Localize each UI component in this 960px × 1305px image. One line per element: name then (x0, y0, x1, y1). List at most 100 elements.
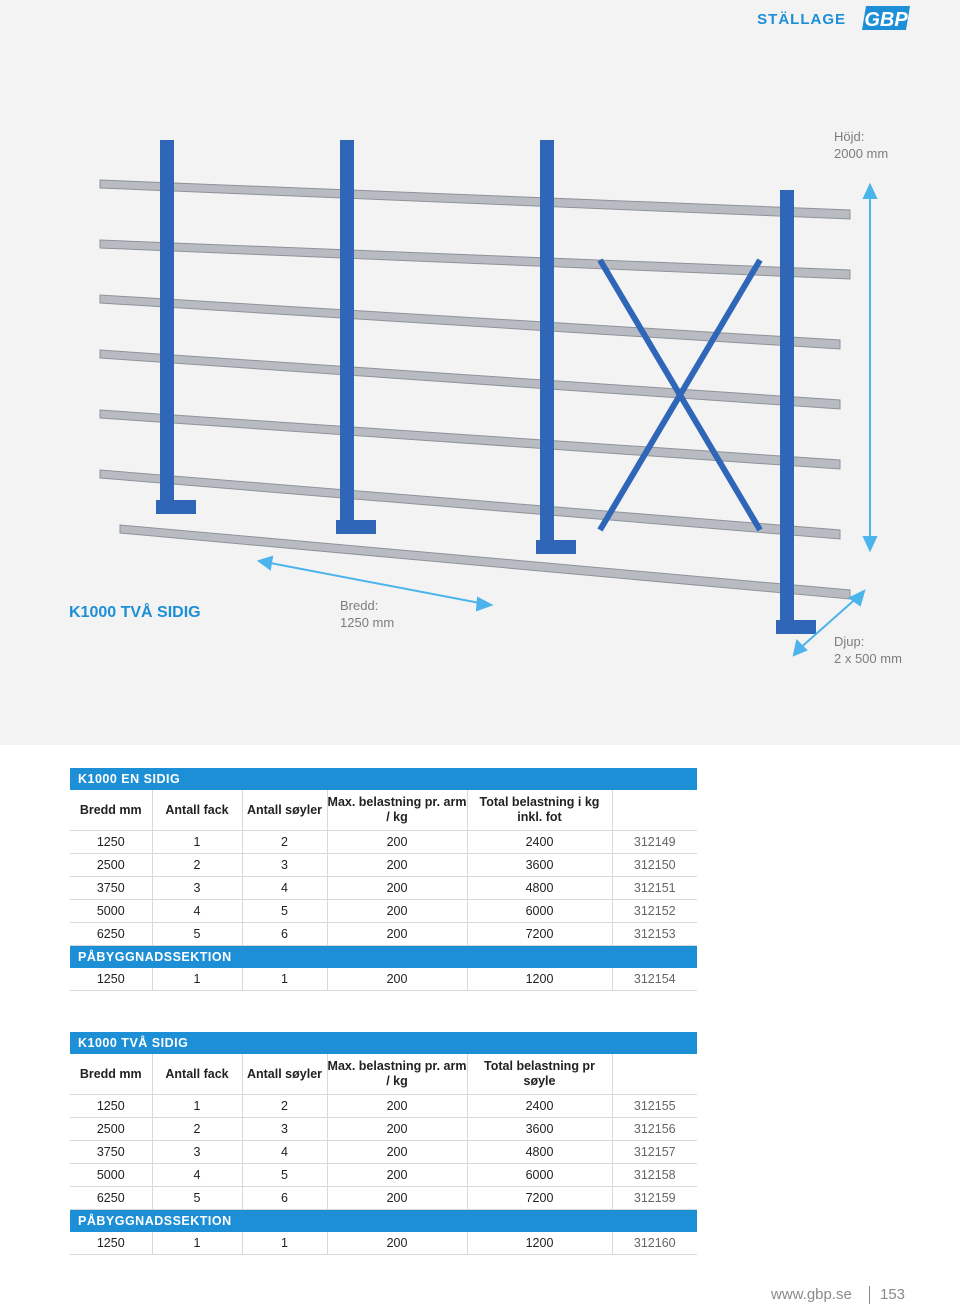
table-cell: 2400 (466, 1094, 612, 1118)
article-number: 312152 (611, 899, 697, 923)
table-header-row: Bredd mm Antall fack Antall søyler Max. … (70, 790, 697, 831)
width-arrow (256, 555, 494, 612)
table-cell: 1250 (70, 1094, 152, 1118)
table-cell: 2500 (70, 1117, 152, 1141)
article-number: 312154 (611, 968, 697, 991)
table-cell: 200 (326, 922, 467, 946)
table-cell: 6000 (466, 899, 612, 923)
article-number: 312157 (611, 1140, 697, 1164)
table-title: K1000 TVÅ SIDIG (70, 1032, 697, 1054)
rail-bar (99, 179, 851, 220)
table-cell: 200 (326, 899, 467, 923)
table-cell: 1250 (70, 968, 152, 991)
rack-illustration (99, 140, 878, 657)
table-cell: 4 (241, 876, 327, 900)
table-cell: 6000 (466, 1163, 612, 1187)
table-cell: 3 (241, 1117, 327, 1141)
table-cell: 200 (326, 830, 467, 854)
rail-bar (99, 294, 841, 350)
rail-bar (99, 349, 841, 410)
header-cell: Bredd mm (70, 790, 152, 831)
table-cell: 7200 (466, 922, 612, 946)
depth-arrow (792, 589, 866, 657)
rail-bar (99, 409, 841, 470)
page-number: 153 (880, 1286, 906, 1303)
table-title: K1000 EN SIDIG (70, 768, 697, 790)
table-cell: 3750 (70, 876, 152, 900)
footer-divider (869, 1286, 870, 1304)
article-number: 312150 (611, 853, 697, 877)
table-cell: 6 (241, 1186, 327, 1210)
rack-column (540, 140, 554, 550)
table-cell: 4 (151, 1163, 242, 1187)
rack-column (780, 190, 794, 630)
rail-bar (99, 469, 841, 540)
gbp-logo: GBP (862, 6, 910, 31)
height-dimension: Höjd: 2000 mm (834, 128, 888, 162)
depth-label: Djup: (834, 634, 865, 649)
article-number: 312160 (611, 1232, 697, 1255)
depth-dimension: Djup: 2 x 500 mm (834, 633, 902, 667)
table-cell: 4800 (466, 876, 612, 900)
article-number: 312153 (611, 922, 697, 946)
width-value: 1250 mm (340, 615, 395, 630)
table-cell: 200 (326, 876, 467, 900)
rack-foot (336, 520, 376, 534)
table-cell: 200 (326, 1186, 467, 1210)
header-cell: Antall søyler (241, 790, 327, 831)
table-cell: 1200 (466, 1232, 612, 1255)
table-cell: 200 (326, 853, 467, 877)
table-cell: 5 (151, 1186, 242, 1210)
table-cell: 6250 (70, 922, 152, 946)
height-label: Höjd: (834, 129, 865, 144)
spec-table-one-sided: K1000 EN SIDIG Bredd mm Antall fack Anta… (70, 768, 697, 991)
table-cell: 2400 (466, 830, 612, 854)
article-number: 312159 (611, 1186, 697, 1210)
rack-column (340, 140, 354, 530)
rail-bar (99, 239, 851, 280)
table-cell: 1250 (70, 1232, 152, 1255)
table-cell: 200 (326, 1232, 467, 1255)
spec-table-two-sided: K1000 TVÅ SIDIG Bredd mm Antall fack Ant… (70, 1032, 697, 1255)
table-cell: 1200 (466, 968, 612, 991)
article-number: 312158 (611, 1163, 697, 1187)
header-cell: Max. belastning pr. arm / kg (326, 1054, 467, 1095)
table-cell: 2500 (70, 853, 152, 877)
header-cell (611, 790, 697, 831)
rack-column (160, 140, 174, 510)
extension-title: PÅBYGGNADSSEKTION (70, 945, 697, 968)
header-cell: Bredd mm (70, 1054, 152, 1095)
table-cell: 4 (241, 1140, 327, 1164)
table-cell: 2 (241, 1094, 327, 1118)
table-cell: 3600 (466, 1117, 612, 1141)
table-cell: 1 (151, 1232, 242, 1255)
article-number: 312156 (611, 1117, 697, 1141)
article-number: 312155 (611, 1094, 697, 1118)
table-cell: 200 (326, 1117, 467, 1141)
table-cell: 3 (241, 853, 327, 877)
table-cell: 5 (241, 899, 327, 923)
table-cell: 1 (151, 830, 242, 854)
depth-value: 2 x 500 mm (834, 651, 902, 666)
table-cell: 1 (241, 1232, 327, 1255)
header-cell: Antall fack (151, 1054, 242, 1095)
table-cell: 5000 (70, 1163, 152, 1187)
width-label: Bredd: (340, 598, 379, 613)
header-cell (611, 1054, 697, 1095)
table-cell: 5000 (70, 899, 152, 923)
table-cell: 6250 (70, 1186, 152, 1210)
width-dimension: Bredd: 1250 mm (340, 597, 394, 631)
table-cell: 200 (326, 1163, 467, 1187)
website-link[interactable]: www.gbp.se (771, 1286, 852, 1303)
